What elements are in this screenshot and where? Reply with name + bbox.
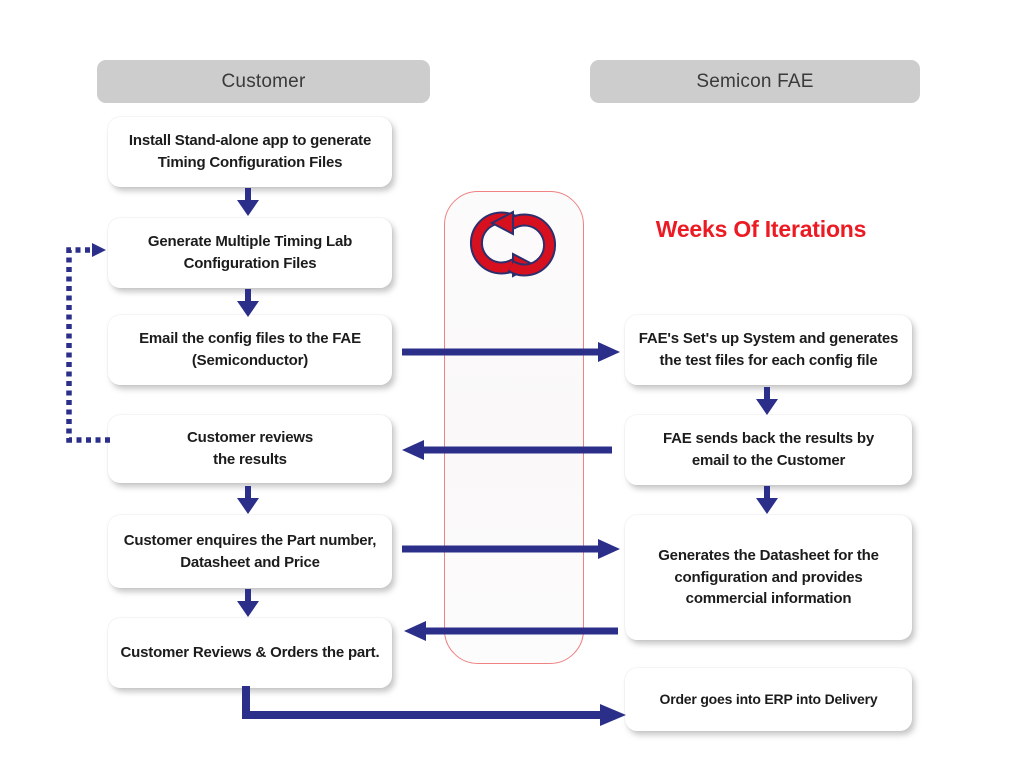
arrow-down-icon: [237, 486, 259, 514]
arrow-right-icon: [402, 342, 620, 362]
fae-step-setup-system: FAE's Set's up System and generates the …: [625, 315, 912, 385]
arrow-left-icon: [404, 621, 618, 641]
customer-step-review-results: Customer reviews the results: [108, 415, 392, 483]
arrow-down-icon: [756, 486, 778, 514]
arrow-down-icon: [237, 289, 259, 317]
fae-step-generate-datasheet: Generates the Datasheet for the configur…: [625, 515, 912, 640]
customer-step-install-app: Install Stand-alone app to generate Timi…: [108, 117, 392, 187]
arrow-down-icon: [237, 188, 259, 216]
fae-step-order-erp: Order goes into ERP into Delivery: [625, 668, 912, 731]
arrow-down-icon: [756, 387, 778, 415]
arrow-right-icon: [402, 539, 620, 559]
order-flow-arrow: [242, 686, 626, 726]
customer-column-header: Customer: [97, 60, 430, 103]
customer-step-email-configs: Email the config files to the FAE (Semic…: [108, 315, 392, 385]
cycle-arrows-icon: [469, 204, 570, 278]
fae-column-header: Semicon FAE: [590, 60, 920, 103]
dotted-feedback-arrow: [66, 243, 110, 443]
customer-step-generate-configs: Generate Multiple Timing Lab Configurati…: [108, 218, 392, 288]
customer-step-order-part: Customer Reviews & Orders the part.: [108, 618, 392, 688]
arrow-left-icon: [402, 440, 612, 460]
customer-step-enquire-part: Customer enquires the Part number, Datas…: [108, 515, 392, 588]
fae-step-send-results: FAE sends back the results by email to t…: [625, 415, 912, 485]
arrow-down-icon: [237, 589, 259, 617]
weeks-of-iterations-label: Weeks Of Iterations: [655, 216, 867, 242]
